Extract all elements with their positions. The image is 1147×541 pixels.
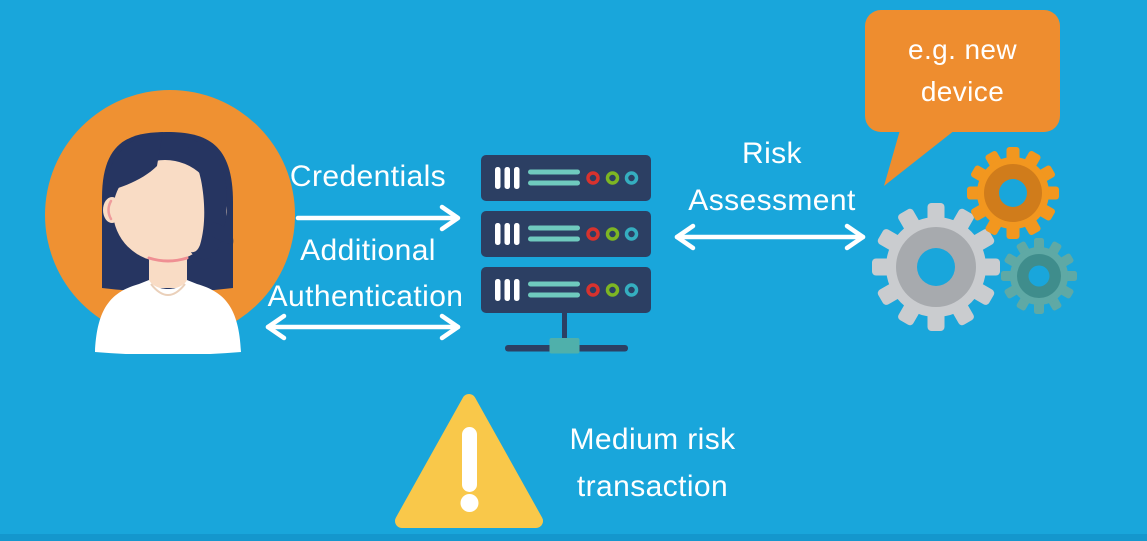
credentials-label: Credentials: [289, 160, 447, 193]
server-unit: [481, 155, 651, 201]
woman-avatar-icon: [45, 90, 295, 354]
gears-icon: [872, 147, 1077, 331]
speech-bubble-line2: device: [920, 76, 1005, 107]
speech-bubble-line1: e.g. new: [907, 34, 1018, 65]
speech-bubble: e.g. new device: [865, 10, 1060, 132]
server-unit: [481, 211, 651, 257]
gear-teal-icon: [1001, 238, 1077, 314]
server-stack-icon: [481, 155, 651, 354]
gear-orange-icon: [967, 147, 1059, 239]
authentication-label: Authentication: [267, 280, 464, 313]
footer-bar: [0, 534, 1147, 541]
additional-label: Additional: [300, 234, 436, 267]
arrow-double-icon: [265, 313, 461, 341]
speech-bubble-tail-icon: [884, 130, 955, 186]
transaction-label: transaction: [576, 470, 729, 503]
medium-risk-label: Medium risk: [569, 423, 736, 456]
server-unit: [481, 267, 651, 313]
gear-gray-icon: [872, 203, 1000, 331]
assessment-label: Assessment: [688, 184, 856, 217]
arrow-right-icon: [295, 204, 461, 232]
risk-label: Risk: [742, 137, 802, 170]
arrow-double-icon: [674, 223, 866, 251]
warning-triangle-icon: [395, 394, 543, 528]
exclamation-icon: [460, 427, 479, 512]
